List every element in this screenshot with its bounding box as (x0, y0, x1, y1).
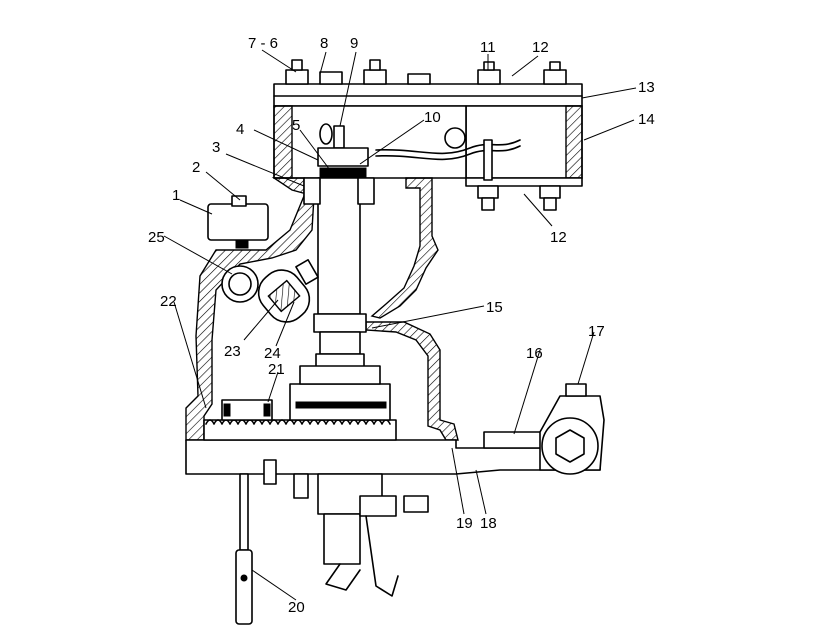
lever-16 (483, 431, 545, 449)
label-5: 5 (292, 117, 300, 134)
handle-grip (235, 549, 253, 625)
label-8: 8 (320, 35, 328, 52)
label-1: 1 (172, 187, 180, 204)
shaft-collar (313, 313, 367, 333)
label-14: 14 (638, 111, 655, 128)
label-3: 3 (212, 139, 220, 156)
adjust-screw (333, 125, 345, 149)
bottom-plate (465, 177, 583, 187)
leader-lines (163, 49, 637, 601)
label-2: 2 (192, 159, 200, 176)
label-10: 10 (424, 109, 441, 126)
pipe-fitting (444, 127, 466, 149)
upper-housing (273, 59, 583, 211)
label-17: 17 (588, 323, 605, 340)
main-body (185, 177, 459, 441)
label-24: 24 (264, 345, 281, 362)
label-11: 11 (480, 39, 496, 56)
label-21: 21 (268, 361, 285, 378)
label-16: 16 (526, 345, 543, 362)
pinion-21 (221, 399, 273, 421)
label-12-bottom: 12 (550, 229, 567, 246)
label-12-top: 12 (532, 39, 549, 56)
handle-rod (239, 473, 249, 551)
label-20: 20 (288, 599, 305, 616)
right-casing-upper (370, 177, 439, 319)
label-15: 15 (486, 299, 503, 316)
label-13: 13 (638, 79, 655, 96)
top-plate (273, 83, 583, 107)
label-7-6: 7 - 6 (248, 35, 278, 52)
hex-bolt (555, 429, 585, 463)
part-labels: 7 - 6 8 9 11 12 13 14 12 10 5 4 3 2 1 25… (148, 35, 655, 616)
label-25: 25 (148, 229, 165, 246)
label-4: 4 (236, 121, 244, 138)
valve-block (317, 147, 369, 167)
left-housing-box (273, 105, 467, 179)
label-22: 22 (160, 293, 177, 310)
label-23: 23 (224, 343, 241, 360)
center-shaft (317, 177, 361, 315)
top-bolts (285, 59, 567, 85)
side-plate-hatched (565, 105, 583, 179)
label-19: 19 (456, 515, 473, 532)
label-18: 18 (480, 515, 497, 532)
gear-base (185, 365, 605, 625)
bottom-bolts (477, 185, 561, 211)
oil-line (375, 139, 521, 155)
label-9: 9 (350, 35, 358, 52)
left-wall-hatched (273, 105, 293, 179)
cap-1 (207, 203, 269, 241)
